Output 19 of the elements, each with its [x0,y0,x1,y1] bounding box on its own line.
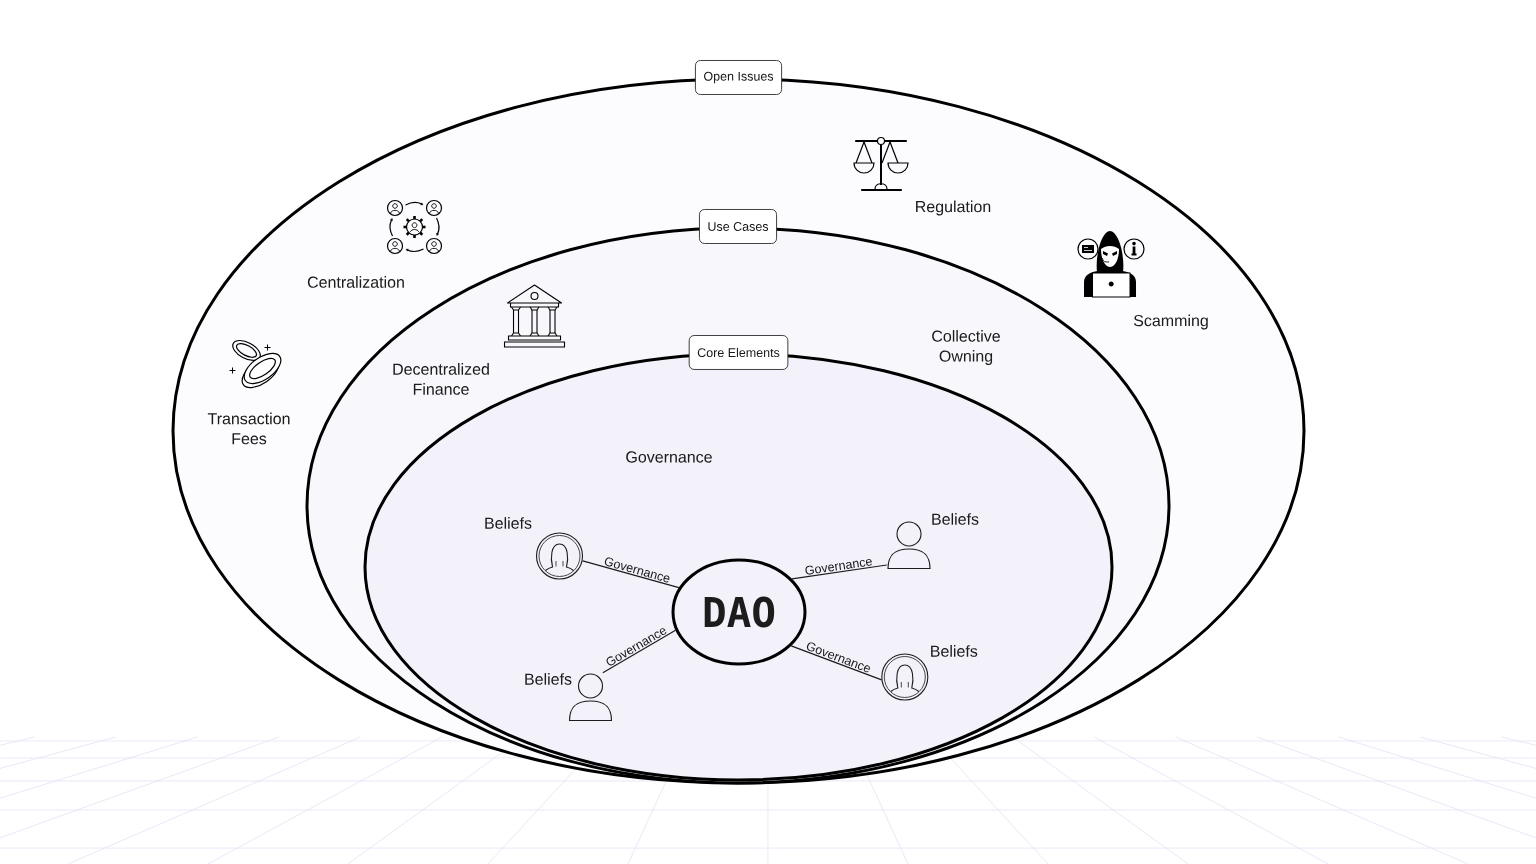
connector-line [602,629,677,674]
heading-box: Use Cases [699,209,778,244]
heading-box: Core Elements [688,335,789,370]
connector-line [791,564,888,580]
text-label: Collective Owning [932,330,1000,365]
text-label: Beliefs [931,645,978,657]
text-label: Governance [626,451,712,463]
heading-box: Open Issues [694,60,783,95]
text-label: Scamming [1133,314,1208,330]
text-label: Regulation [916,200,991,216]
edge-label: Governance [805,559,872,575]
text-label: Beliefs [932,513,979,525]
text-label: Centralization [307,276,404,288]
text-label: Transaction Fees [207,412,290,445]
text-label: Beliefs [485,517,532,529]
text-label: Decentralized Finance [393,363,489,395]
text-label: Beliefs [525,673,572,685]
connector-line [790,645,883,681]
connector-line [582,560,680,589]
